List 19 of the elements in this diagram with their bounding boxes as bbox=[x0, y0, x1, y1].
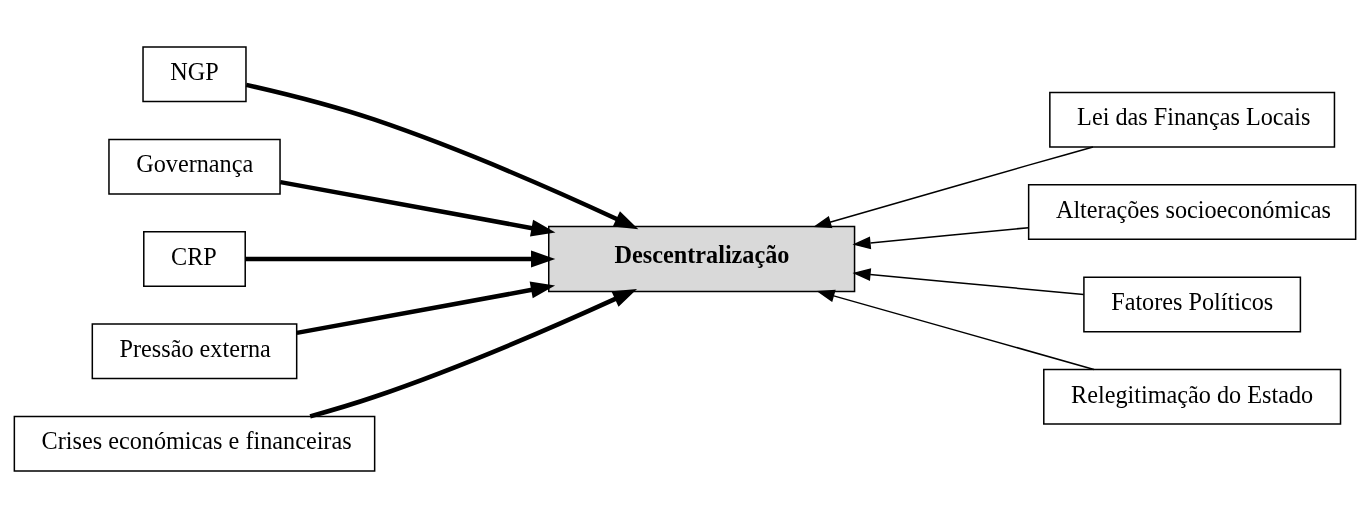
node-box: Lei das Finanças Locais bbox=[1049, 91, 1336, 148]
node-box: Fatores Políticos bbox=[1083, 276, 1302, 333]
node-box: Relegitimação do Estado bbox=[1043, 368, 1342, 425]
node-box: Descentralização bbox=[548, 225, 856, 293]
node-box: Governança bbox=[108, 138, 281, 195]
node-box: Pressão externa bbox=[91, 323, 298, 380]
arrow bbox=[816, 289, 1095, 371]
node-box: CRP bbox=[143, 231, 246, 287]
arrow bbox=[280, 179, 556, 237]
arrow bbox=[852, 268, 1085, 296]
node-box: Alterações socioeconómicas bbox=[1027, 184, 1357, 241]
arrow bbox=[813, 146, 1094, 229]
arrow bbox=[309, 288, 638, 419]
node-box: NGP bbox=[142, 46, 247, 103]
node-box: Crises económicas e financeiras bbox=[13, 415, 376, 472]
arrow bbox=[245, 82, 639, 230]
arrow bbox=[852, 226, 1030, 250]
arrow bbox=[245, 250, 556, 268]
arrow bbox=[296, 281, 556, 336]
